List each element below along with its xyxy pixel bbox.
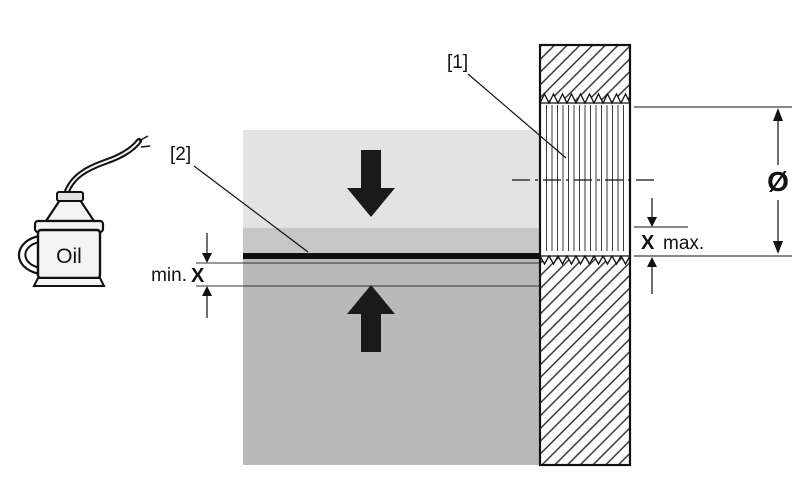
lower-plate xyxy=(243,259,540,465)
upper-plate xyxy=(243,130,540,228)
callout-2-leader xyxy=(193,165,309,253)
thread-runout-bottom xyxy=(538,254,632,266)
bond-line xyxy=(243,253,540,259)
dim-diameter: Ø xyxy=(634,106,792,254)
oil-can-label: Oil xyxy=(56,245,82,268)
callout-1-label: [1] xyxy=(447,52,468,73)
dim-min-x-up-arrowhead xyxy=(202,286,212,296)
threaded-rod xyxy=(538,43,632,467)
dim-x-max-up-arrowhead xyxy=(647,257,657,267)
dim-diameter-down-arrowhead xyxy=(773,241,783,254)
oil-can-base xyxy=(32,277,106,287)
dim-x-max-down-arrowhead xyxy=(647,217,657,227)
oil-can: Oil xyxy=(17,135,151,287)
callout-2-label: [2] xyxy=(170,144,191,165)
dim-x-max-label: max. xyxy=(663,233,704,254)
callout-1-leader xyxy=(467,73,567,159)
oil-can-spout xyxy=(63,138,142,197)
callout-1: [1] xyxy=(447,52,567,159)
oil-can-spout-tip xyxy=(138,135,151,148)
thread-section xyxy=(542,105,628,251)
oil-can-cap xyxy=(56,191,84,202)
rod-hatch-lower xyxy=(540,256,630,465)
oil-can-handle-outer xyxy=(17,234,41,276)
oil-can-shoulder xyxy=(43,198,97,223)
dim-min-x-down-arrowhead xyxy=(202,253,212,263)
press-arrows xyxy=(347,150,395,352)
press-up-arrow xyxy=(347,285,395,352)
dim-diameter-up-arrowhead xyxy=(773,108,783,121)
dim-x-max: X max. xyxy=(634,198,792,294)
press-down-arrow xyxy=(347,150,395,217)
dim-min-x: min. X xyxy=(151,233,212,318)
thread-runout-top xyxy=(538,92,632,105)
rod-outline xyxy=(538,43,632,467)
dim-min-x-symbol: X xyxy=(191,265,205,287)
diameter-symbol: Ø xyxy=(767,166,789,197)
oil-can-handle-inner xyxy=(24,241,41,269)
clamp-band xyxy=(243,228,540,254)
callout-2: [2] xyxy=(170,144,309,253)
workpiece xyxy=(196,130,540,465)
rod-hatch-upper xyxy=(540,45,630,103)
dim-min-x-label: min. xyxy=(151,265,187,286)
oil-can-spout-highlight xyxy=(65,140,140,195)
dim-x-max-symbol: X xyxy=(641,232,655,254)
